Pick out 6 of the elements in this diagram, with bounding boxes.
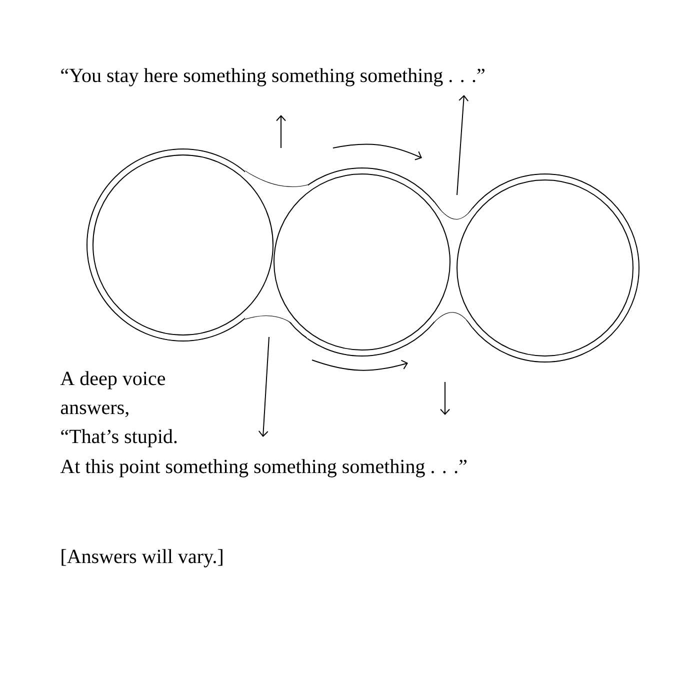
text-line: answers, bbox=[60, 404, 128, 418]
text-line: A deep voice bbox=[60, 371, 166, 390]
text-line: “You stay here something something something . . .” bbox=[61, 68, 484, 86]
text-line: At this point something something something . . .” bbox=[60, 459, 466, 478]
text-line: “That’s stupid. bbox=[61, 429, 177, 448]
text-line: [Answers will vary.] bbox=[62, 549, 222, 568]
